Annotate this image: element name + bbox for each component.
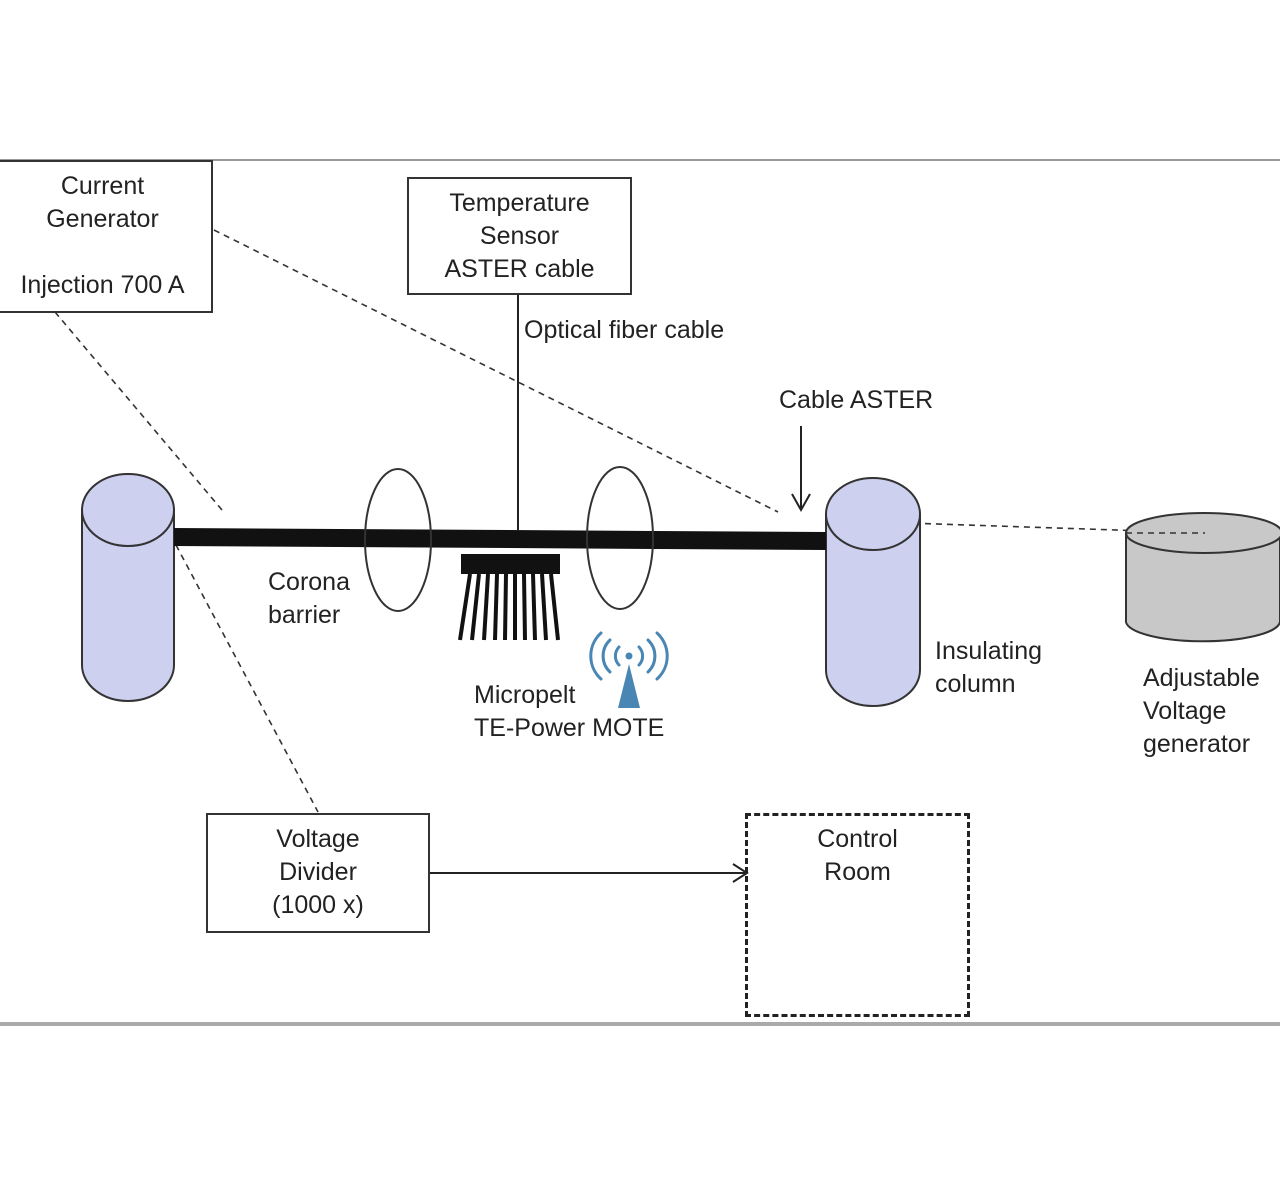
- adjustable-generator-line-1: Adjustable: [1143, 664, 1260, 692]
- current-generator-line-1: Current: [60, 172, 145, 200]
- control-room-line-2: Room: [824, 858, 891, 886]
- insulating-column-line-2: column: [935, 670, 1016, 698]
- corona-barrier-line-2: barrier: [268, 601, 341, 629]
- current-generator-line-3: [0, 236, 205, 269]
- corona-barrier-label: Corona barrier: [268, 566, 350, 632]
- cable-aster-label: Cable ASTER: [779, 386, 934, 414]
- adjustable-generator-label: Adjustable Voltage generator: [1143, 662, 1260, 761]
- right-insulating-column: [825, 477, 921, 707]
- optical-fiber-label: Optical fiber cable: [524, 316, 725, 344]
- control-room-box: [745, 813, 970, 1017]
- mote-label: Micropelt TE-Power MOTE: [474, 679, 664, 745]
- adjustable-generator-line-2: Voltage: [1143, 697, 1227, 725]
- insulating-column-line-1: Insulating: [935, 637, 1043, 665]
- control-room-line-1: Control: [817, 825, 898, 853]
- temperature-sensor-label: Temperature Sensor ASTER cable: [407, 187, 632, 286]
- cable-aster-arrow: [791, 426, 811, 513]
- voltage-divider-line-2: Divider: [279, 858, 357, 886]
- current-generator-line-2: Generator: [46, 205, 159, 233]
- mote-heat-sink: [458, 554, 560, 641]
- temperature-sensor-line-2: Sensor: [479, 222, 560, 250]
- current-generator-label: Current Generator Injection 700 A: [0, 170, 205, 302]
- mote-line-2: TE-Power MOTE: [474, 714, 665, 742]
- mote-line-1: Micropelt: [474, 681, 576, 709]
- voltage-divider-line-1: Voltage: [276, 825, 360, 853]
- corona-barrier-left: [364, 468, 432, 612]
- conductor-bar: [174, 528, 826, 550]
- signal-arrow: [429, 863, 749, 883]
- voltage-divider-line-3: (1000 x): [272, 891, 364, 919]
- temperature-sensor-line-3: ASTER cable: [444, 255, 595, 283]
- current-generator-box: [0, 160, 213, 313]
- current-generator-line-4: Injection 700 A: [20, 271, 185, 299]
- corona-barrier-right: [586, 466, 654, 610]
- left-insulating-column: [81, 473, 175, 702]
- voltage-divider-box: [206, 813, 430, 933]
- insulating-column-label: Insulating column: [935, 635, 1042, 701]
- wireless-antenna-icon: [589, 631, 669, 708]
- voltage-divider-label: Voltage Divider (1000 x): [206, 823, 430, 922]
- temperature-sensor-box: [407, 177, 632, 295]
- temperature-sensor-line-1: Temperature: [449, 189, 590, 217]
- adjustable-generator-line-3: generator: [1143, 730, 1251, 758]
- corona-barrier-line-1: Corona: [268, 568, 350, 596]
- control-room-label: Control Room: [745, 823, 970, 889]
